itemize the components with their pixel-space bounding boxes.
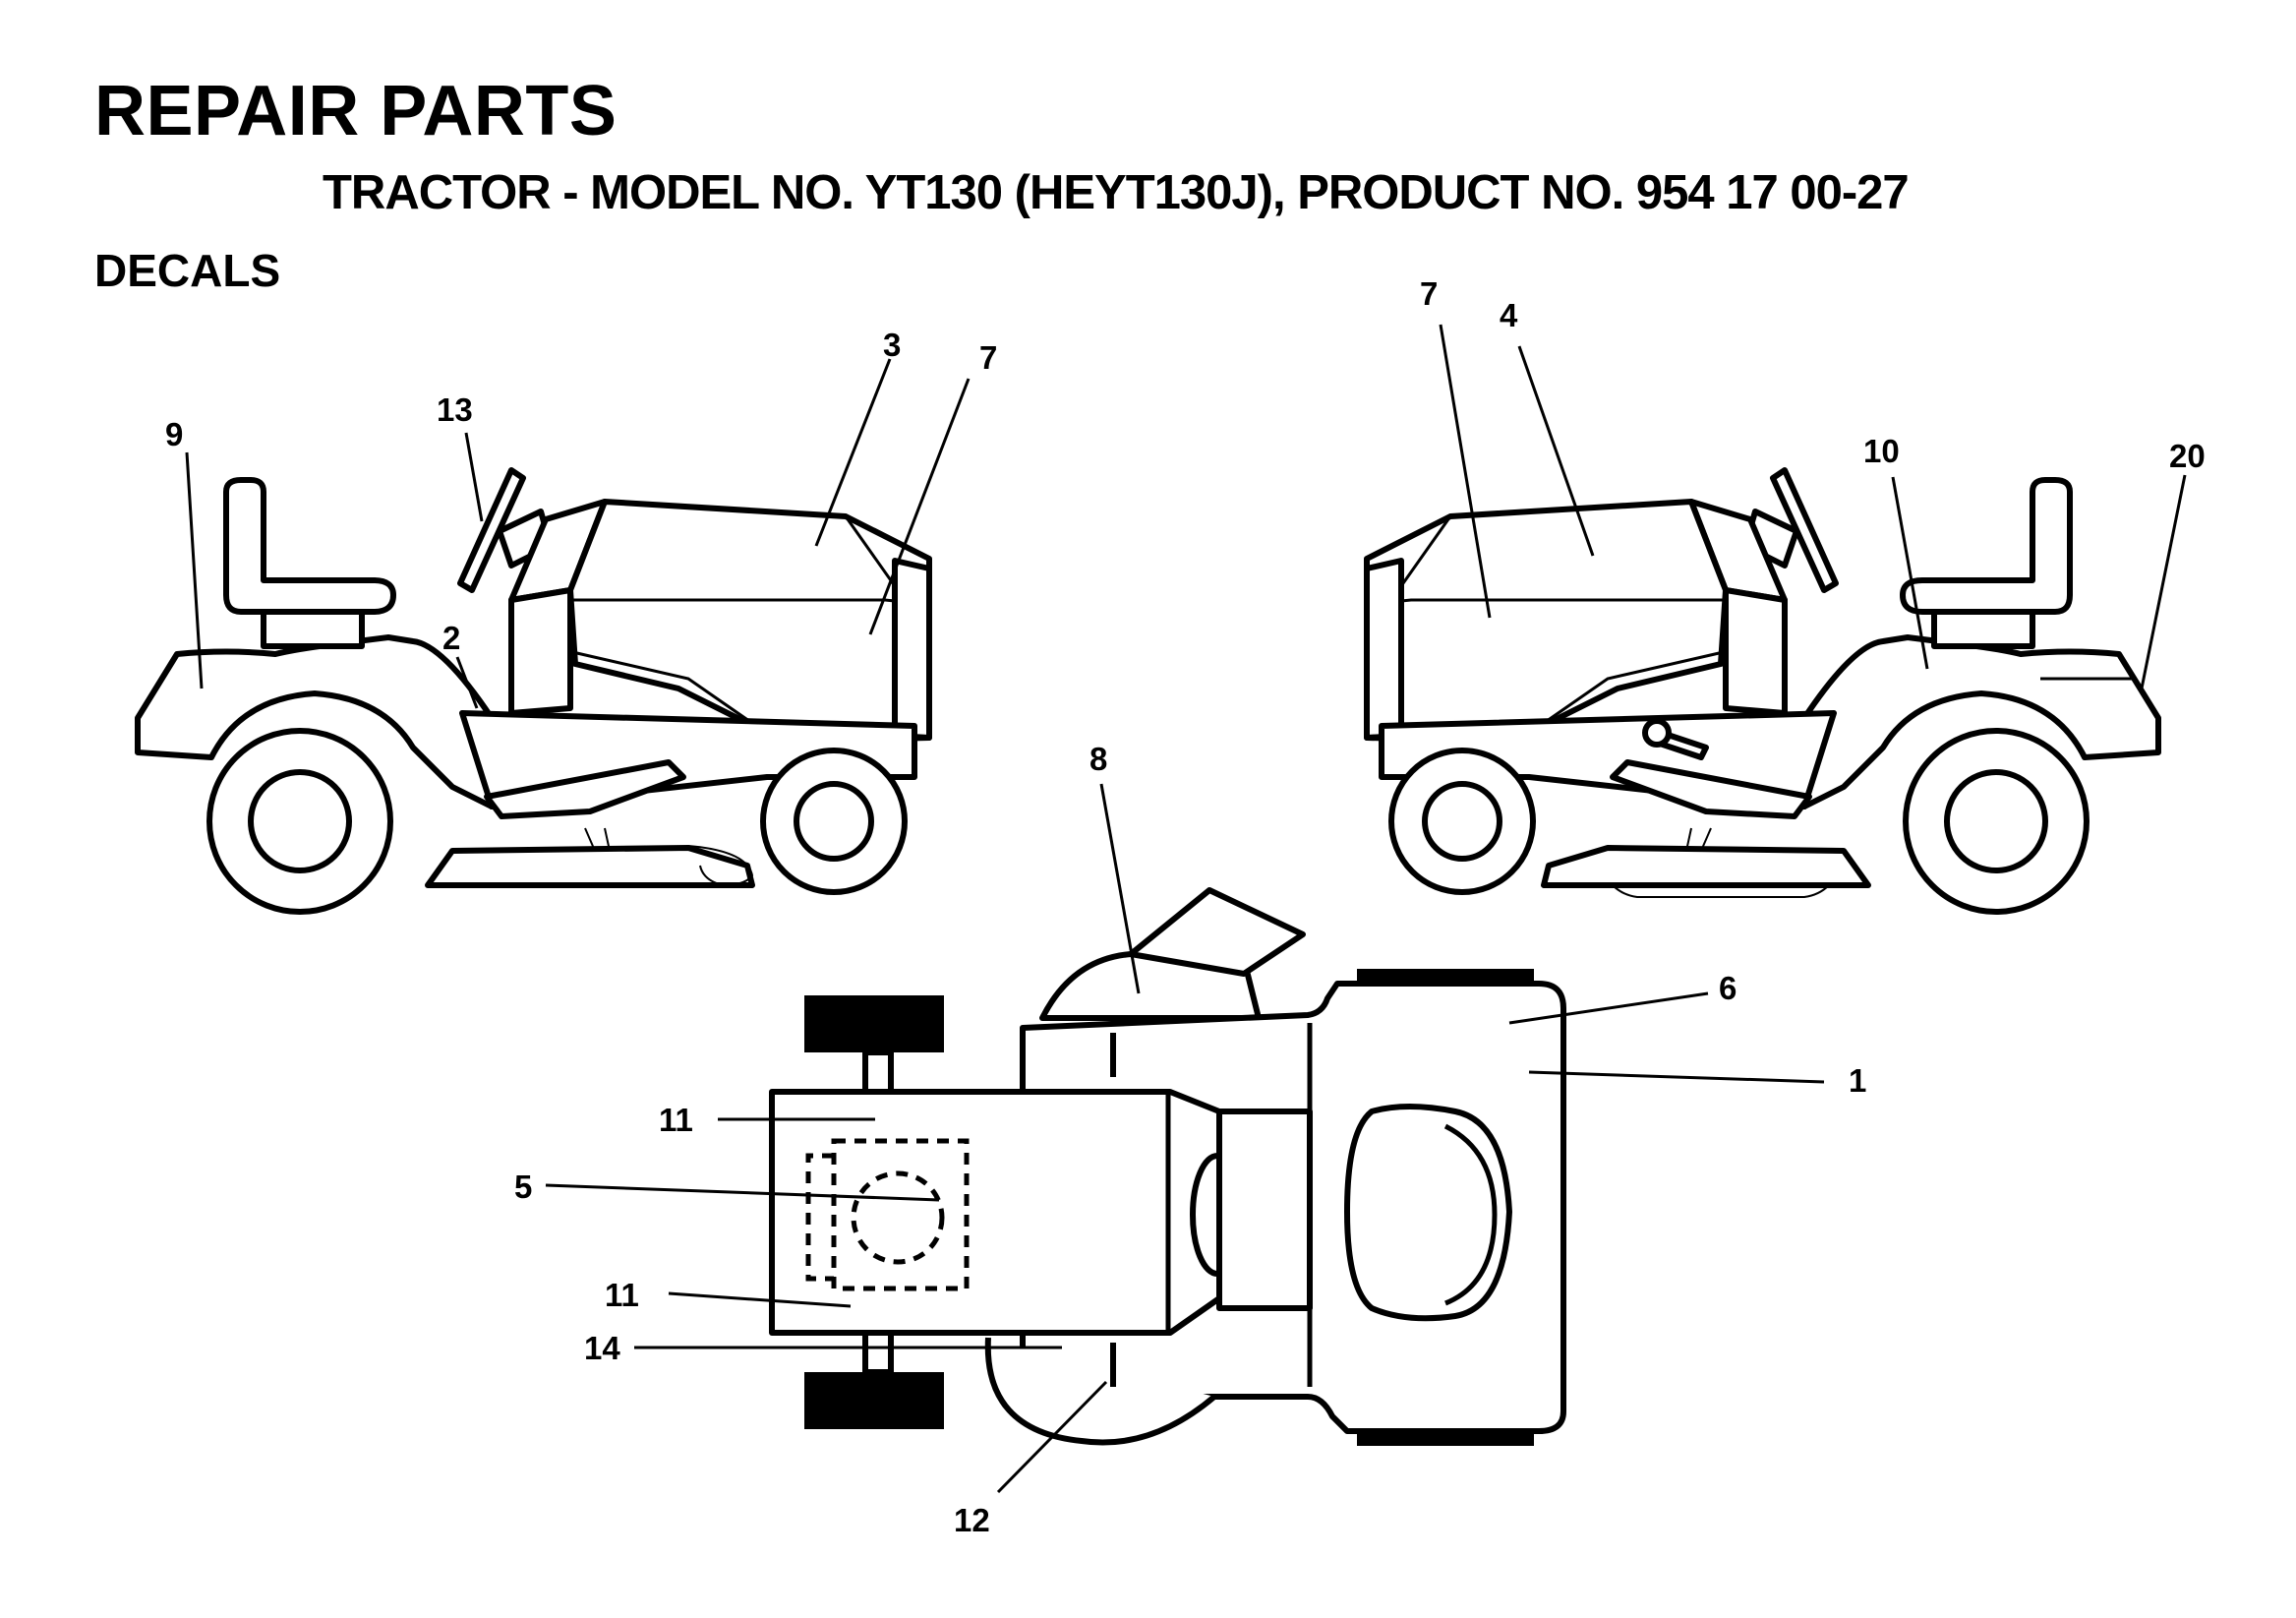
callout-3: 3 <box>883 327 901 363</box>
callout-1: 1 <box>1849 1062 1866 1099</box>
page-subtitle: TRACTOR - MODEL NO. YT130 (HEYT130J), PR… <box>323 166 1910 219</box>
section-heading: DECALS <box>94 245 281 296</box>
callout-6: 6 <box>1719 970 1737 1006</box>
callout-9: 9 <box>165 416 183 452</box>
callout-20: 20 <box>2169 438 2206 474</box>
leader-lines <box>185 324 2187 1494</box>
callout-10: 10 <box>1863 433 1900 469</box>
callout-11-bottom: 11 <box>605 1277 639 1313</box>
callout-12: 12 <box>954 1502 990 1538</box>
callout-4: 4 <box>1500 297 1518 333</box>
callout-13: 13 <box>437 391 473 428</box>
tractor-right-side-view <box>1364 467 2161 915</box>
callout-7-left: 7 <box>979 339 997 376</box>
callout-5: 5 <box>514 1169 532 1205</box>
tractor-left-side-view <box>135 467 932 915</box>
callout-2: 2 <box>442 620 460 656</box>
callout-8: 8 <box>1089 741 1107 777</box>
callout-11-top: 11 <box>659 1102 693 1138</box>
page-title: REPAIR PARTS <box>94 72 618 150</box>
callout-14: 14 <box>584 1330 620 1366</box>
callout-labels: 9 13 2 3 7 7 4 10 20 8 6 1 11 5 11 14 12 <box>165 275 2206 1538</box>
callout-7-right: 7 <box>1420 275 1438 312</box>
tractor-top-view <box>769 887 1566 1446</box>
